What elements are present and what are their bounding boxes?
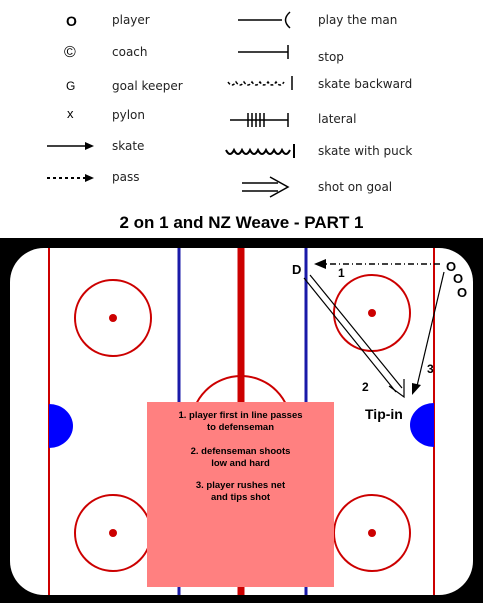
note-step-1: 1. player first in line passes bbox=[178, 410, 303, 421]
step-number-2: 2 bbox=[362, 380, 369, 394]
player-circle-icon: O bbox=[66, 13, 77, 29]
shot-on-goal-icon bbox=[242, 176, 290, 198]
shot-line bbox=[309, 274, 403, 389]
goal-keeper-icon: G bbox=[66, 79, 76, 93]
drill-notes-box: 1. player first in line passes to defens… bbox=[147, 402, 334, 587]
faceoff-circle-bottom-right bbox=[333, 494, 411, 572]
diagram-title: 2 on 1 and NZ Weave - PART 1 bbox=[119, 213, 364, 232]
legend-label-goal-keeper: goal keeper bbox=[112, 79, 183, 93]
legend-label-play-the-man: play the man bbox=[318, 13, 398, 27]
pass-arrow-icon bbox=[47, 174, 94, 182]
note-step-3: 3. player rushes net bbox=[195, 480, 286, 491]
faceoff-dot bbox=[109, 314, 117, 322]
play-the-man-icon bbox=[238, 11, 291, 29]
faceoff-dot bbox=[109, 529, 117, 537]
step-number-1: 1 bbox=[338, 266, 345, 280]
legend-label-coach: coach bbox=[112, 45, 148, 59]
player-marker: O bbox=[457, 285, 468, 300]
skate-line bbox=[416, 271, 445, 387]
legend-label-shot-on-goal: shot on goal bbox=[318, 180, 393, 194]
note-step-1-cont: to defenseman bbox=[206, 422, 275, 433]
pylon-icon: x bbox=[67, 106, 74, 121]
legend-label-pylon: pylon bbox=[112, 108, 145, 122]
defenseman-label: D bbox=[292, 262, 302, 277]
legend-label-stop: stop bbox=[318, 50, 344, 64]
tip-in-label: Tip-in bbox=[365, 406, 403, 422]
player-marker: O bbox=[453, 271, 464, 286]
shot-line bbox=[303, 277, 397, 393]
note-step-2-cont: low and hard bbox=[211, 458, 270, 469]
step-number-3: 3 bbox=[427, 362, 434, 376]
legend-label-pass: pass bbox=[112, 170, 140, 184]
faceoff-dot bbox=[368, 309, 376, 317]
skate-arrow-icon bbox=[47, 142, 94, 150]
note-step-3-cont: and tips shot bbox=[210, 492, 271, 503]
legend-label-skate-with-puck: skate with puck bbox=[318, 144, 413, 158]
legend-label-skate: skate bbox=[112, 139, 145, 153]
goal-crease-right bbox=[410, 403, 434, 447]
note-step-2: 2. defenseman shoots bbox=[190, 446, 291, 457]
faceoff-dot bbox=[368, 529, 376, 537]
stop-icon bbox=[238, 45, 289, 59]
legend-label-lateral: lateral bbox=[318, 112, 357, 126]
shot-arrowhead bbox=[388, 379, 405, 399]
skate-backward-icon bbox=[227, 76, 293, 90]
player-marker: O bbox=[446, 259, 457, 274]
skate-with-puck-icon bbox=[225, 144, 295, 158]
legend-label-player: player bbox=[112, 13, 150, 27]
lateral-icon bbox=[230, 113, 289, 127]
faceoff-circle-top-left bbox=[74, 279, 152, 357]
legend-label-skate-backward: skate backward bbox=[318, 77, 413, 91]
goal-crease-left bbox=[49, 404, 73, 448]
skate-arrowhead bbox=[412, 383, 421, 395]
pass-arrowhead bbox=[314, 259, 326, 269]
coach-icon: © bbox=[64, 44, 76, 61]
